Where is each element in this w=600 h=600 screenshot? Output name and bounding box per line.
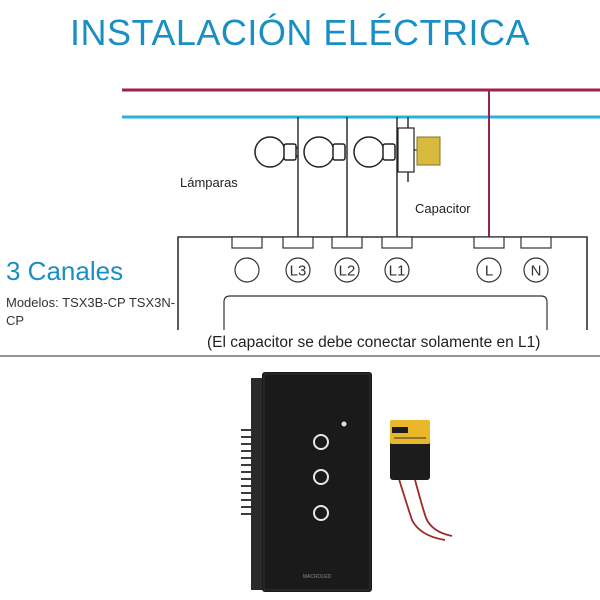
terminal-label-l2: L2 (339, 263, 356, 280)
switch-body (177, 236, 588, 330)
terminal-clamp (520, 236, 552, 249)
terminal-label-l1: L1 (389, 263, 406, 280)
terminal-screw (334, 257, 360, 283)
terminal-clamp (231, 236, 263, 249)
smart-switch-photo: MACROLED (241, 372, 372, 592)
lamp-3-icon (353, 136, 396, 168)
terminal-label-l: L (485, 263, 493, 280)
terminal-screw (234, 257, 260, 283)
models-text: Modelos: TSX3B-CP TSX3N-CP (6, 295, 176, 328)
capacitor-icon (397, 127, 441, 173)
terminal-screw (384, 257, 410, 283)
channels-heading: 3 Canales (6, 256, 124, 286)
capacitor-module-photo (390, 420, 453, 541)
terminal-clamp (282, 236, 314, 249)
capacitor-note: (El capacitor se debe conectar solamente… (207, 334, 541, 351)
terminal-screw (285, 257, 311, 283)
touch-button-3 (313, 505, 329, 521)
terminal-screw (476, 257, 502, 283)
terminal-clamp (331, 236, 363, 249)
page-title: INSTALACIÓN ELÉCTRICA (70, 12, 530, 53)
touch-button-1 (313, 434, 329, 450)
status-led-icon (341, 421, 347, 427)
terminal-label-l3: L3 (290, 263, 307, 280)
terminal-screw (523, 257, 549, 283)
terminal-label-n: N (531, 263, 542, 280)
lamp-1-icon (254, 136, 298, 168)
terminal-clamp (381, 236, 413, 249)
lamps-label: Lámparas (180, 175, 238, 190)
touch-button-2 (313, 469, 329, 485)
lamp-2-icon (303, 136, 346, 168)
terminal-clamp (473, 236, 505, 249)
brand-label: MACROLED (303, 574, 332, 580)
capacitor-label: Capacitor (415, 201, 471, 216)
